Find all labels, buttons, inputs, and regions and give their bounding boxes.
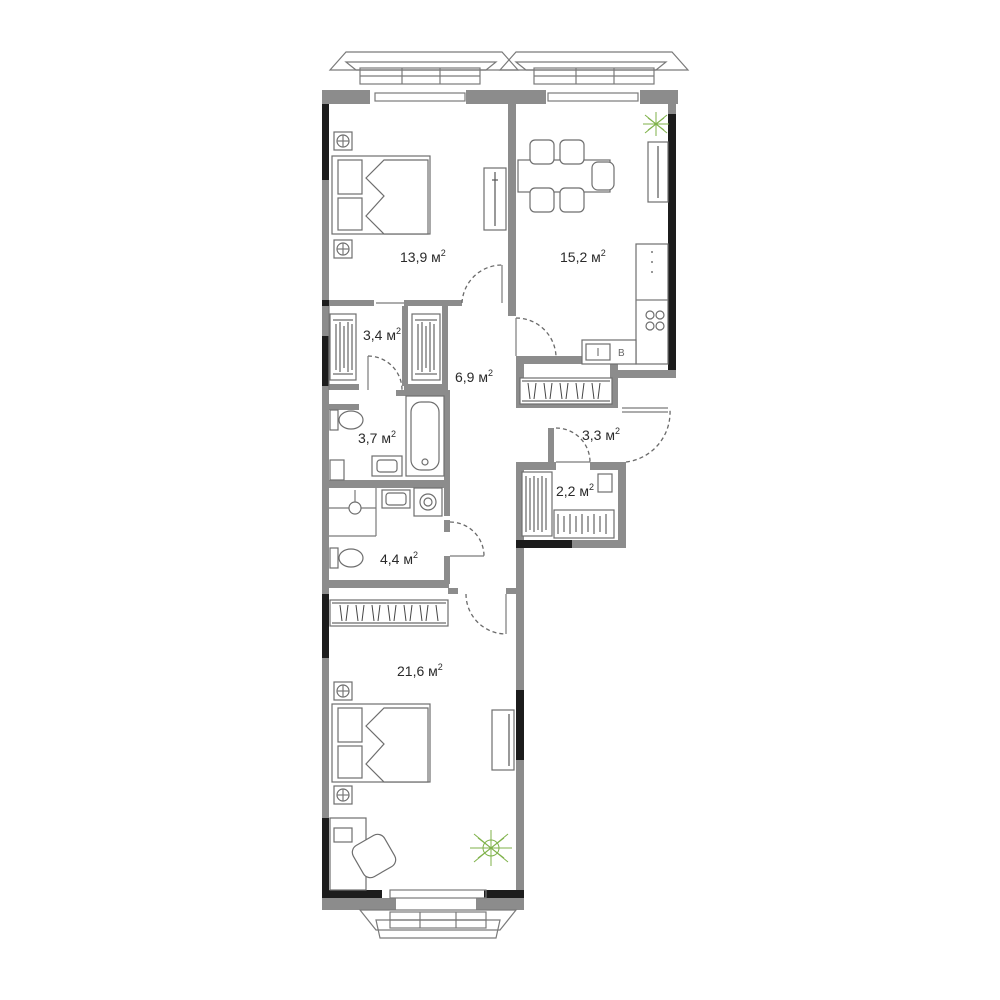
sink-icon [371,455,403,477]
svg-text:B: B [618,348,625,359]
room-labels: 13,9 м2 15,2 м2 3,4 м2 6,9 м2 3,7 м2 3,3… [358,248,620,679]
toilet-icon [329,547,364,569]
bedroom-2-furniture [329,599,515,891]
shower-icon [348,490,362,515]
room-area-bathroom-2: 4,4 м2 [380,550,418,567]
top-bay-window-left [328,51,520,102]
bed-icon [331,703,431,783]
room-area-bedroom-2: 21,6 м2 [397,662,443,679]
wardrobe-icon [329,599,449,627]
room-area-storage: 2,2 м2 [556,482,594,499]
plant-icon [470,830,512,866]
bedroom-1-furniture [331,131,507,259]
bathtub-icon [405,395,445,477]
bottom-bay-window [358,889,518,939]
doors [367,264,671,635]
washing-machine-icon [413,487,443,517]
kitchen-furniture: B [517,112,669,365]
sofa-icon [647,141,669,203]
room-area-kitchen: 15,2 м2 [560,248,606,265]
hall-closet [519,377,613,405]
top-bay-window-right [498,51,690,102]
desk-icon [329,817,397,891]
bedside-lamp-icon [333,785,353,805]
bedside-lamp-icon [333,681,353,701]
room-area-wardrobe: 3,4 м2 [363,326,401,343]
bathroom-2-fixtures [329,487,443,569]
toilet-icon [329,409,364,431]
dining-table-icon [517,139,615,213]
wardrobe-1-shelves [329,313,441,381]
room-area-bathroom-1: 3,7 м2 [358,429,396,446]
wardrobe-icon [483,167,507,231]
kitchen-counter-icon: B [581,243,669,365]
room-area-vestibule: 3,3 м2 [582,426,620,443]
sink-icon [381,489,411,509]
bedside-lamp-icon [333,131,353,151]
room-area-hallway: 6,9 м2 [455,368,493,385]
bedside-lamp-icon [333,239,353,259]
exterior-walls [322,90,678,910]
storage-shelves [521,471,615,539]
partition-lines [328,302,668,537]
plant-icon [643,112,669,136]
tv-stand-icon [491,709,515,771]
bathroom-1-fixtures [329,395,445,481]
bed-icon [331,155,431,235]
room-area-bedroom-1: 13,9 м2 [400,248,446,265]
